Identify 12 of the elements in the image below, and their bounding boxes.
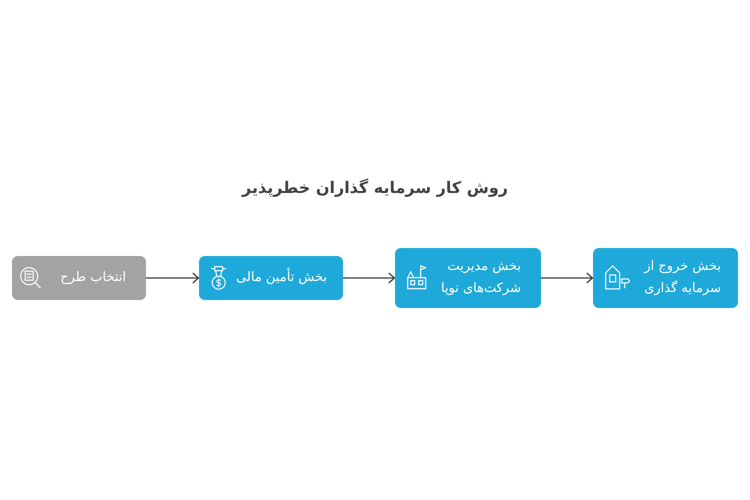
process-box — [199, 256, 343, 300]
arrow — [146, 272, 200, 284]
title: روش کار سرمایه گذاران خطرپذیر — [242, 177, 508, 199]
node-label: بخش خروج از سرمایه گذاری — [642, 258, 721, 298]
arrow — [343, 272, 396, 284]
node-label: بخش تأمین مالی — [236, 267, 327, 289]
arrow — [541, 272, 594, 284]
node-label: بخش مدیریت شرکت‌های نوپا — [440, 258, 521, 298]
process-box — [395, 248, 541, 308]
process-box — [593, 248, 738, 308]
node-label: انتخاب طرح — [60, 269, 126, 287]
process-box — [12, 256, 146, 300]
